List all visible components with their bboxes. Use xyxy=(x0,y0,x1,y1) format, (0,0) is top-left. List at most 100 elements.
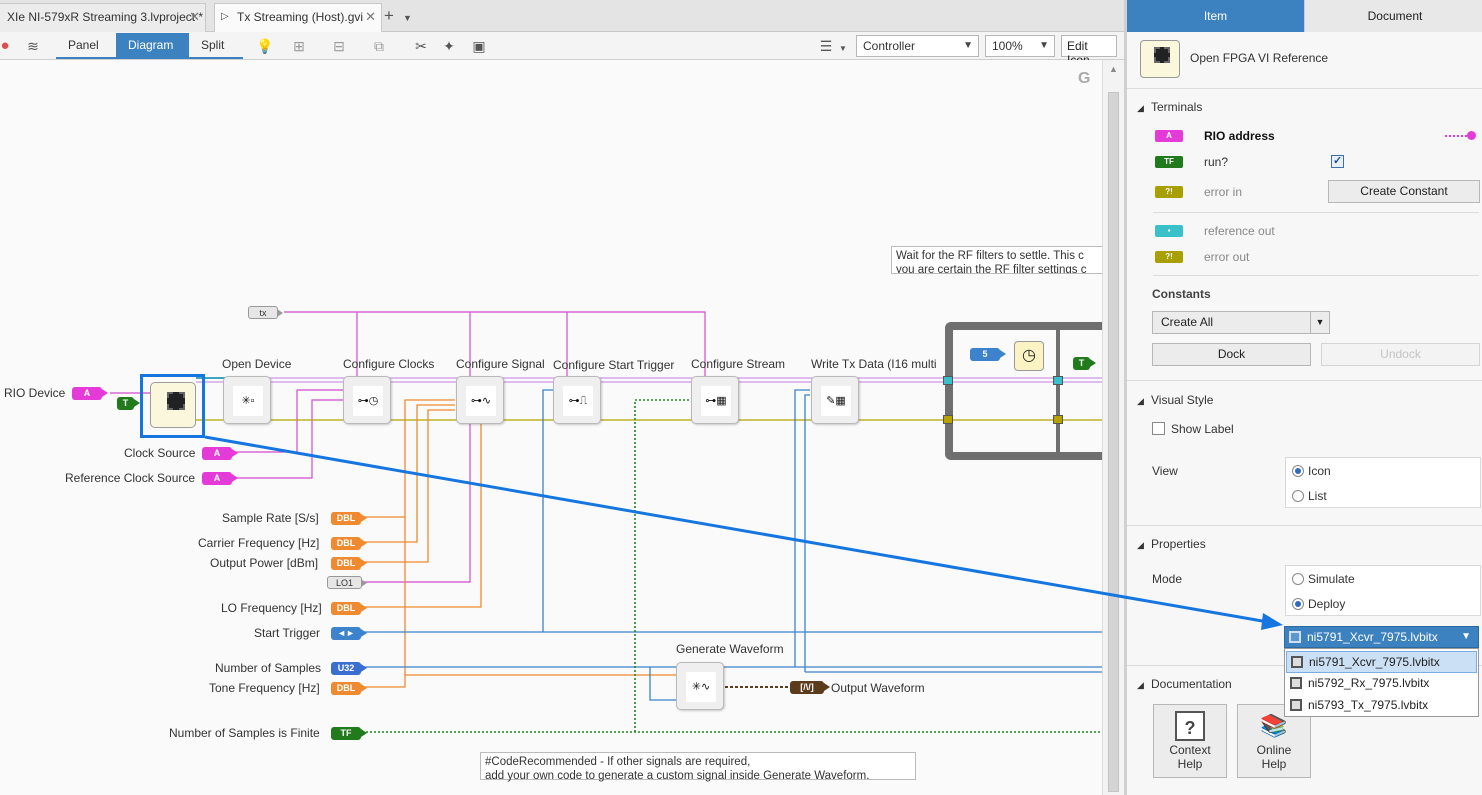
sample-rate-terminal[interactable]: DBL xyxy=(331,512,361,525)
reference-clock-source-label: Reference Clock Source xyxy=(65,471,195,485)
true-constant-2[interactable]: T xyxy=(1073,357,1090,370)
terminals-section-header[interactable]: ◢Terminals xyxy=(1137,100,1202,114)
scrollbar-thumb[interactable] xyxy=(1108,92,1119,792)
trigger-icon: ⊶⎍ xyxy=(563,386,593,416)
mode-radio-group: Simulate Deploy xyxy=(1285,565,1481,616)
output-power-label: Output Power [dBm] xyxy=(210,556,318,570)
start-trigger-terminal[interactable]: ◄► xyxy=(331,627,361,640)
tab-document[interactable]: Document xyxy=(1304,0,1482,32)
tx-string-constant[interactable]: tx xyxy=(248,306,278,319)
generate-waveform-node[interactable]: ✳∿ xyxy=(676,662,724,710)
signal-icon: ⊶∿ xyxy=(466,386,496,416)
wait-constant[interactable]: 5 xyxy=(970,348,1000,361)
properties-section-header[interactable]: ◢Properties xyxy=(1137,537,1206,551)
bitfile-option[interactable]: ni5793_Tx_7975.lvbitx xyxy=(1286,695,1477,717)
view-list-label: List xyxy=(1308,489,1327,503)
comment-line: you are certain the RF filter settings c xyxy=(896,263,1101,274)
divider xyxy=(1153,212,1479,213)
tab-item[interactable]: Item xyxy=(1127,0,1304,32)
tab-tx-streaming-host[interactable]: ▷ Tx Streaming (Host).gvi ✕ xyxy=(214,3,382,32)
target-select[interactable]: Controller ▼ xyxy=(856,35,979,57)
open-device-node[interactable]: ✳▫ xyxy=(223,376,271,424)
visual-style-heading: Visual Style xyxy=(1151,393,1213,407)
scroll-up-icon[interactable]: ▲ xyxy=(1109,64,1118,74)
view-icon-radio[interactable] xyxy=(1292,465,1304,477)
context-help-button[interactable]: ? Context Help xyxy=(1153,704,1227,778)
create-all-select[interactable]: Create All ▼ xyxy=(1152,311,1311,334)
properties-heading: Properties xyxy=(1151,537,1206,551)
lightbulb-icon[interactable]: 💡 xyxy=(256,37,274,55)
carrier-frequency-terminal[interactable]: DBL xyxy=(331,537,361,550)
create-constant-button[interactable]: Create Constant xyxy=(1328,180,1480,203)
dock-button[interactable]: Dock xyxy=(1152,343,1311,366)
chevron-down-icon[interactable]: ▼ xyxy=(839,44,847,53)
show-label-text: Show Label xyxy=(1171,422,1234,436)
stream-icon: ⊶▦ xyxy=(701,386,731,416)
abort-icon[interactable]: ● xyxy=(0,37,14,55)
show-label-checkbox[interactable] xyxy=(1152,422,1165,435)
view-list-radio[interactable] xyxy=(1292,490,1304,502)
tab-tx-streaming-label: Tx Streaming (Host).gvi xyxy=(237,10,363,24)
close-icon[interactable]: ✕ xyxy=(365,9,376,25)
zoom-select[interactable]: 100% ▼ xyxy=(985,35,1055,57)
lo-frequency-terminal[interactable]: DBL xyxy=(331,602,361,615)
lo1-string-constant[interactable]: LO1 xyxy=(327,576,362,589)
wait-timer-icon[interactable]: ◷ xyxy=(1014,341,1044,371)
bitfile-option-label: ni5793_Tx_7975.lvbitx xyxy=(1308,698,1428,712)
output-power-terminal[interactable]: DBL xyxy=(331,557,361,570)
configure-stream-node[interactable]: ⊶▦ xyxy=(691,376,739,424)
diagram-vertical-scrollbar[interactable]: ▲ xyxy=(1102,60,1124,795)
run-checkbox[interactable] xyxy=(1331,155,1344,168)
close-icon[interactable]: ✕ xyxy=(189,9,200,25)
code-recommended-comment[interactable]: #CodeRecommended - If other signals are … xyxy=(480,752,916,780)
distribute-icon[interactable]: ⊟ xyxy=(330,37,348,55)
database-icon[interactable]: ≋ xyxy=(24,37,42,55)
sparkle-icon[interactable]: ✦ xyxy=(440,37,458,55)
number-of-samples-terminal[interactable]: U32 xyxy=(331,662,361,675)
align-icon[interactable]: ⊞ xyxy=(290,37,308,55)
clock-source-label: Clock Source xyxy=(124,446,195,460)
chevron-down-icon[interactable]: ▼ xyxy=(1310,311,1330,334)
error-in-terminal-icon: ?! xyxy=(1155,186,1183,198)
tone-frequency-terminal[interactable]: DBL xyxy=(331,682,361,695)
write-tx-data-node[interactable]: ✎▦ xyxy=(811,376,859,424)
chevron-down-icon[interactable]: ▼ xyxy=(403,13,412,23)
mode-deploy-radio[interactable] xyxy=(1292,598,1304,610)
clock-source-terminal[interactable]: A xyxy=(202,447,232,460)
run-icon[interactable]: ▣ xyxy=(470,37,488,55)
reference-clock-source-terminal[interactable]: A xyxy=(202,472,232,485)
block-diagram-canvas[interactable]: G Wait for the RF filters to settle. Thi… xyxy=(0,60,1102,795)
error-out-label: error out xyxy=(1204,250,1249,264)
number-of-samples-is-finite-terminal[interactable]: TF xyxy=(331,727,361,740)
edit-icon-button[interactable]: Edit Icon xyxy=(1061,35,1117,57)
bitfile-option[interactable]: ni5792_Rx_7975.lvbitx xyxy=(1286,673,1477,695)
output-waveform-terminal[interactable]: [/\/] xyxy=(790,681,824,694)
list-view-icon[interactable]: ☰ xyxy=(817,37,835,55)
configure-clocks-node[interactable]: ⊶◷ xyxy=(343,376,391,424)
bitfile-select[interactable]: ni5791_Xcvr_7975.lvbitx ▼ xyxy=(1284,626,1479,648)
rio-address-terminal-icon: A xyxy=(1155,130,1183,142)
view-split-button[interactable]: Split xyxy=(189,33,243,58)
output-waveform-label: Output Waveform xyxy=(831,681,925,695)
rio-device-terminal[interactable]: A xyxy=(72,387,102,400)
configure-signal-node[interactable]: ⊶∿ xyxy=(456,376,504,424)
view-panel-button[interactable]: Panel xyxy=(56,33,116,58)
chevron-down-icon: ▼ xyxy=(963,40,973,51)
tab-project[interactable]: XIe NI-579xR Streaming 3.lvproject * ✕ xyxy=(0,3,206,32)
mode-simulate-radio[interactable] xyxy=(1292,573,1304,585)
cleanup-icon[interactable]: ✂ xyxy=(412,37,430,55)
collapse-triangle-icon: ◢ xyxy=(1137,540,1151,551)
true-constant[interactable]: T xyxy=(117,397,134,410)
configure-start-trigger-node[interactable]: ⊶⎍ xyxy=(553,376,601,424)
group-icon[interactable]: ⧉ xyxy=(370,37,388,55)
bitfile-option[interactable]: ni5791_Xcvr_7975.lvbitx xyxy=(1286,651,1477,673)
rf-wait-comment[interactable]: Wait for the RF filters to settle. This … xyxy=(891,246,1102,274)
add-tab-icon[interactable]: + xyxy=(384,6,394,26)
documentation-section-header[interactable]: ◢Documentation xyxy=(1137,677,1232,691)
visual-style-section-header[interactable]: ◢Visual Style xyxy=(1137,393,1213,407)
chevron-down-icon: ▼ xyxy=(1461,627,1471,647)
undock-button: Undock xyxy=(1321,343,1480,366)
comment-line: add your own code to generate a custom s… xyxy=(485,769,911,783)
configure-clocks-label: Configure Clocks xyxy=(343,357,434,371)
view-diagram-button[interactable]: Diagram xyxy=(116,33,189,58)
